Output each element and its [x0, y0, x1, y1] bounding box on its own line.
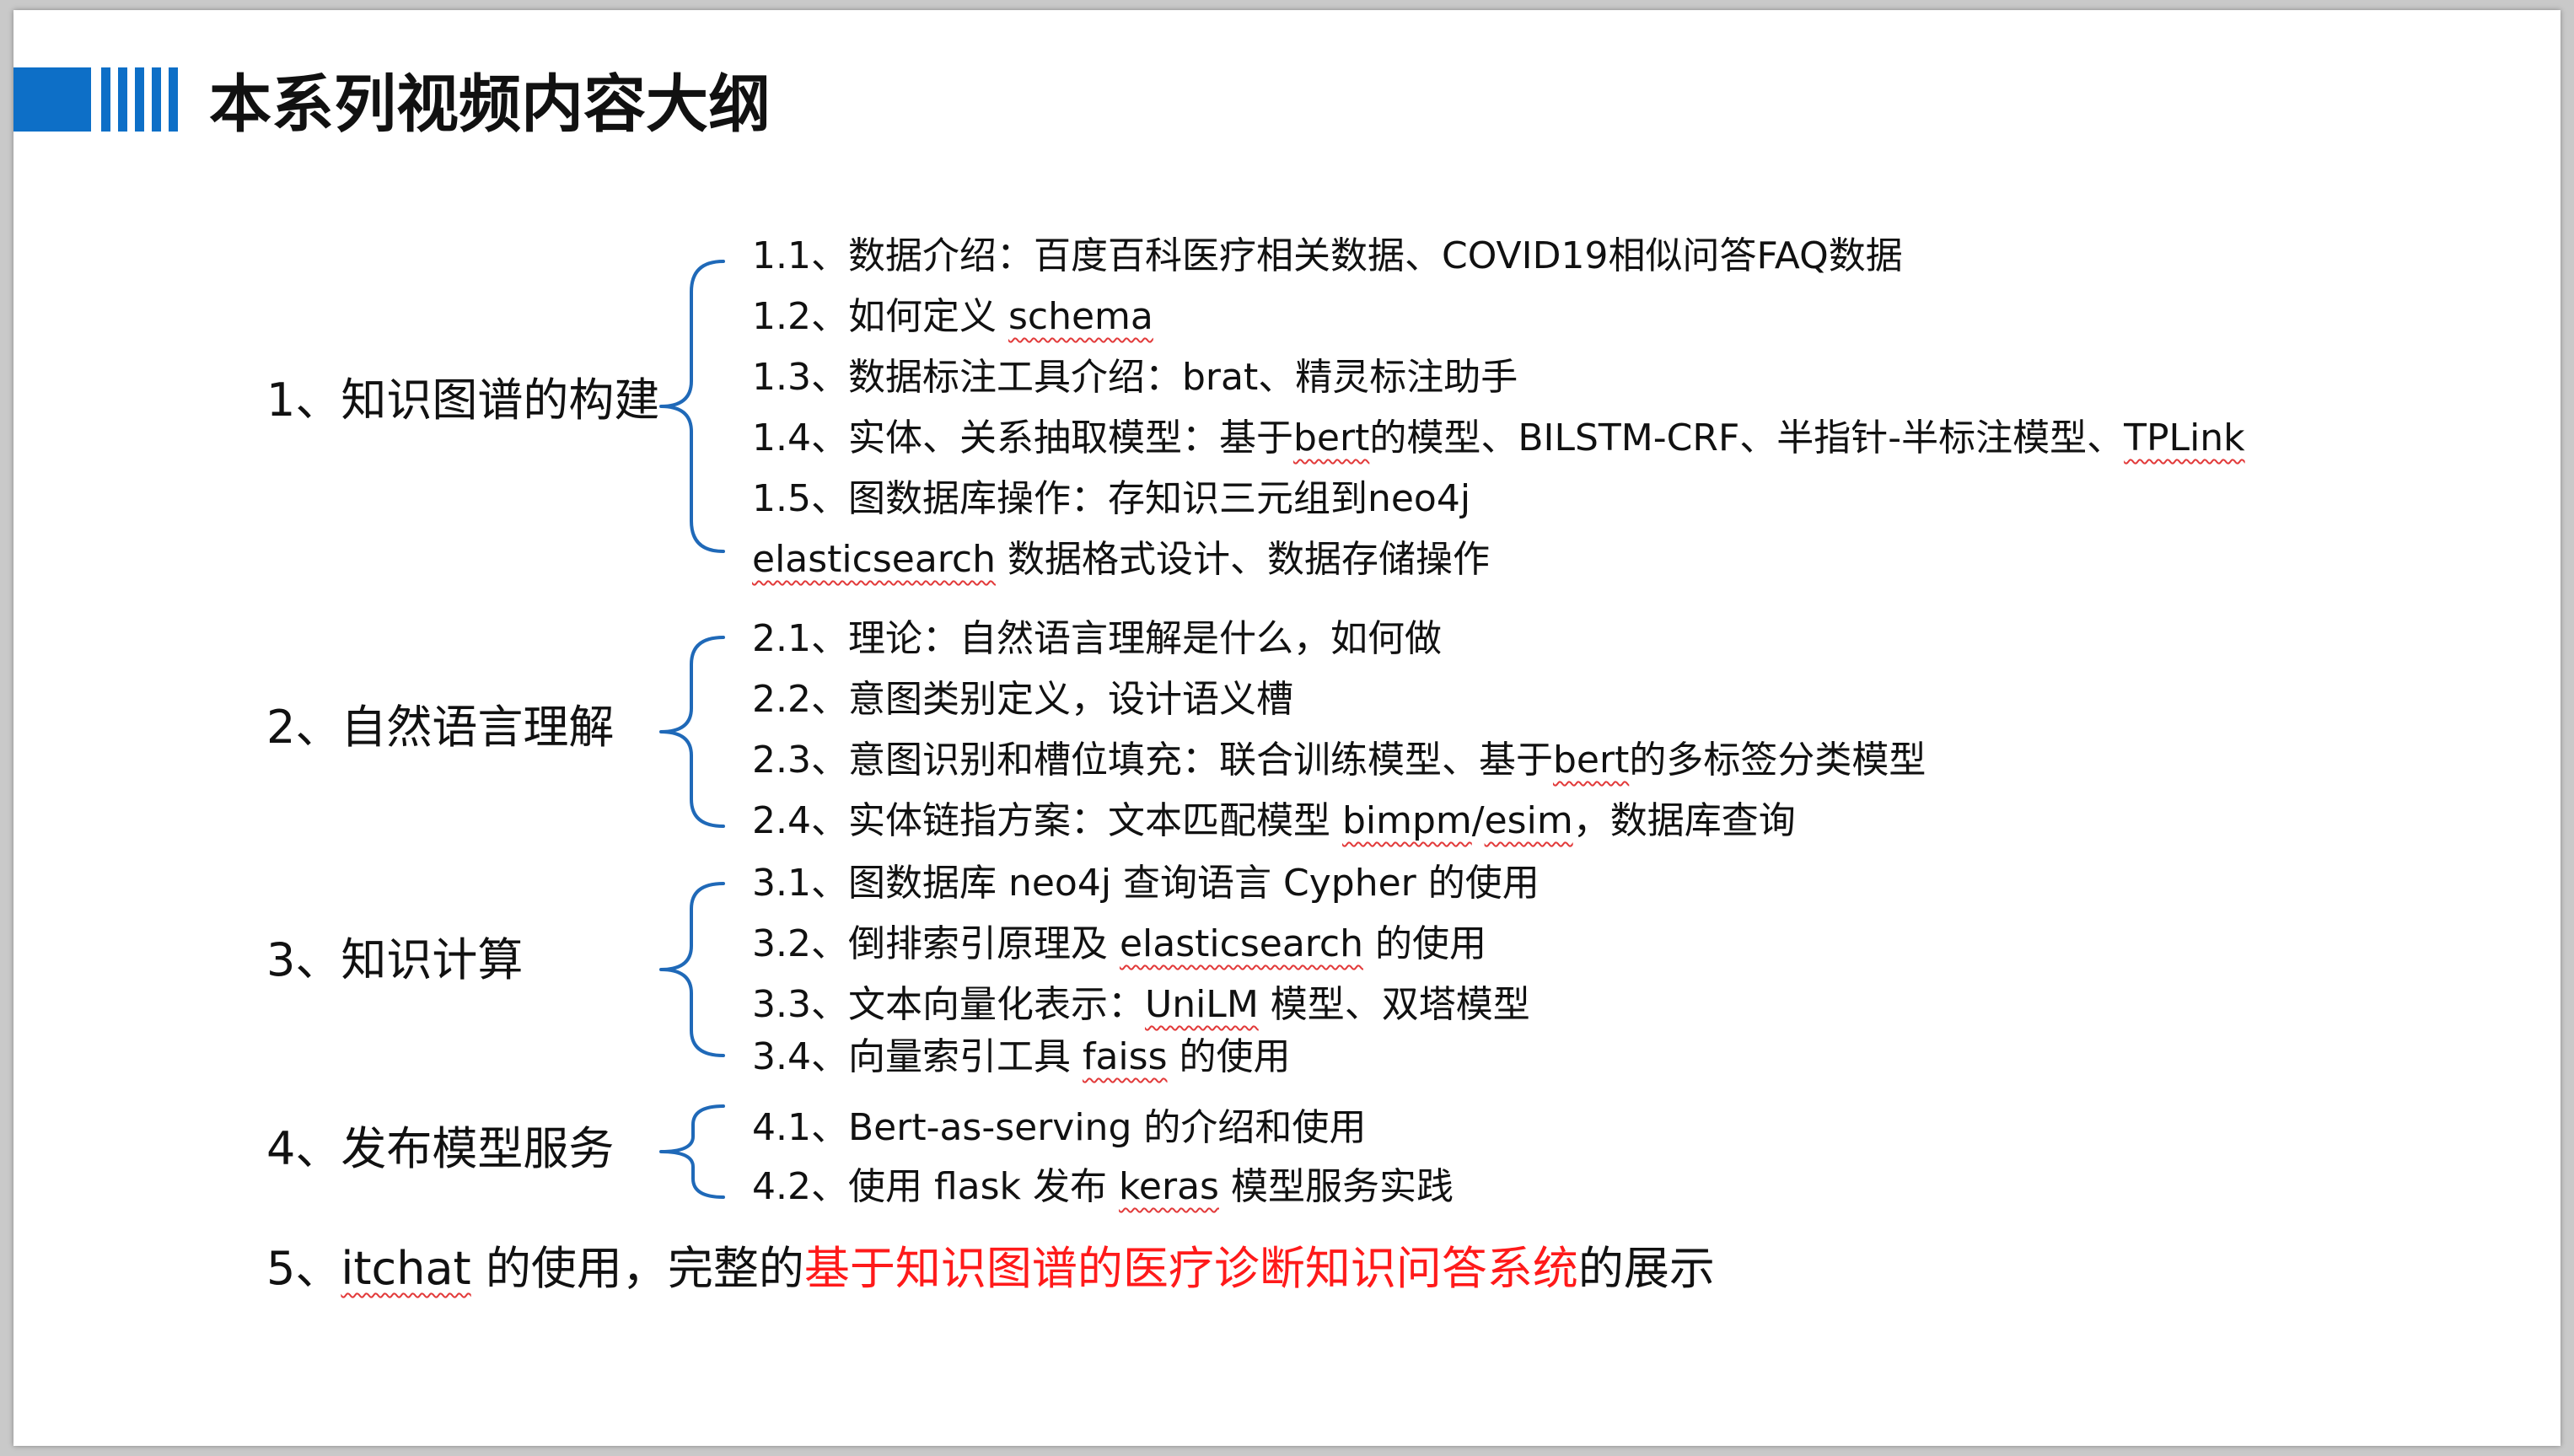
spellcheck-word: bimpm	[1341, 799, 1472, 842]
section-label-1: 1、知识图谱的构建	[266, 373, 660, 427]
section-label-3: 3、知识计算	[266, 933, 524, 986]
spellcheck-word: schema	[1008, 295, 1153, 338]
outline-item: 1.5、图数据库操作：存知识三元组到neo4j	[752, 477, 1471, 520]
spellcheck-word: elasticsearch	[752, 538, 997, 581]
brace-3	[659, 882, 725, 1057]
outline-item: 1.1、数据介绍：百度百科医疗相关数据、COVID19相似问答FAQ数据	[752, 234, 1903, 277]
brace-4	[659, 1104, 725, 1199]
spellcheck-word: esim	[1484, 799, 1573, 842]
summary-line: 5、itchat 的使用，完整的基于知识图谱的医疗诊断知识问答系统的展示	[266, 1239, 1715, 1298]
slide-title: 本系列视频内容大纲	[209, 68, 771, 141]
accent-stripe	[118, 67, 127, 132]
accent-stripe	[152, 67, 161, 132]
accent-stripe	[135, 67, 144, 132]
spellcheck-word: bert	[1552, 739, 1630, 782]
brace-1	[659, 260, 725, 553]
spellcheck-word: UniLM	[1144, 983, 1259, 1026]
spellcheck-word: faiss	[1082, 1035, 1168, 1078]
brace-2	[659, 636, 725, 828]
spellcheck-word: elasticsearch	[1119, 922, 1363, 965]
outline-item: 2.2、意图类别定义，设计语义槽	[752, 678, 1293, 721]
outline-item: 1.2、如何定义 schema	[752, 295, 1153, 338]
summary-prefix: 5、	[266, 1242, 341, 1295]
spellcheck-word: keras	[1119, 1165, 1219, 1208]
outline-item: 3.3、文本向量化表示：UniLM 模型、双塔模型	[752, 983, 1530, 1026]
outline-item: 4.2、使用 flask 发布 keras 模型服务实践	[752, 1165, 1454, 1208]
spellcheck-word: bert	[1292, 416, 1370, 459]
summary-middle: 的使用，完整的	[470, 1242, 804, 1295]
outline-item: 4.1、Bert-as-serving 的介绍和使用	[752, 1106, 1367, 1149]
section-label-4: 4、发布模型服务	[266, 1122, 615, 1175]
accent-stripe	[169, 67, 178, 132]
outline-item: 2.3、意图识别和槽位填充：联合训练模型、基于bert的多标签分类模型	[752, 739, 1926, 782]
outline-item: 1.3、数据标注工具介绍：brat、精灵标注助手	[752, 356, 1518, 399]
spellcheck-word: itchat	[341, 1242, 471, 1295]
summary-suffix: 的展示	[1577, 1242, 1715, 1295]
outline-item: 3.1、图数据库 neo4j 查询语言 Cypher 的使用	[752, 862, 1540, 905]
spellcheck-word: TPLink	[2124, 416, 2245, 459]
outline-item: 2.4、实体链指方案：文本匹配模型 bimpm/esim，数据库查询	[752, 799, 1796, 842]
outline-item: 3.4、向量索引工具 faiss 的使用	[752, 1035, 1291, 1078]
outline-item: elasticsearch 数据格式设计、数据存储操作	[752, 538, 1491, 581]
section-label-2: 2、自然语言理解	[266, 701, 615, 754]
outline-item: 3.2、倒排索引原理及 elasticsearch 的使用	[752, 922, 1486, 965]
outline-item: 1.4、实体、关系抽取模型：基于bert的模型、BILSTM-CRF、半指针-半…	[752, 416, 2245, 459]
accent-block	[13, 67, 91, 132]
slide: 本系列视频内容大纲 1、知识图谱的构建 1.1、数据介绍：百度百科医疗相关数据、…	[13, 10, 2561, 1446]
accent-stripe	[101, 67, 110, 132]
summary-highlight: 基于知识图谱的医疗诊断知识问答系统	[803, 1242, 1578, 1295]
outline-item: 2.1、理论：自然语言理解是什么，如何做	[752, 617, 1442, 660]
